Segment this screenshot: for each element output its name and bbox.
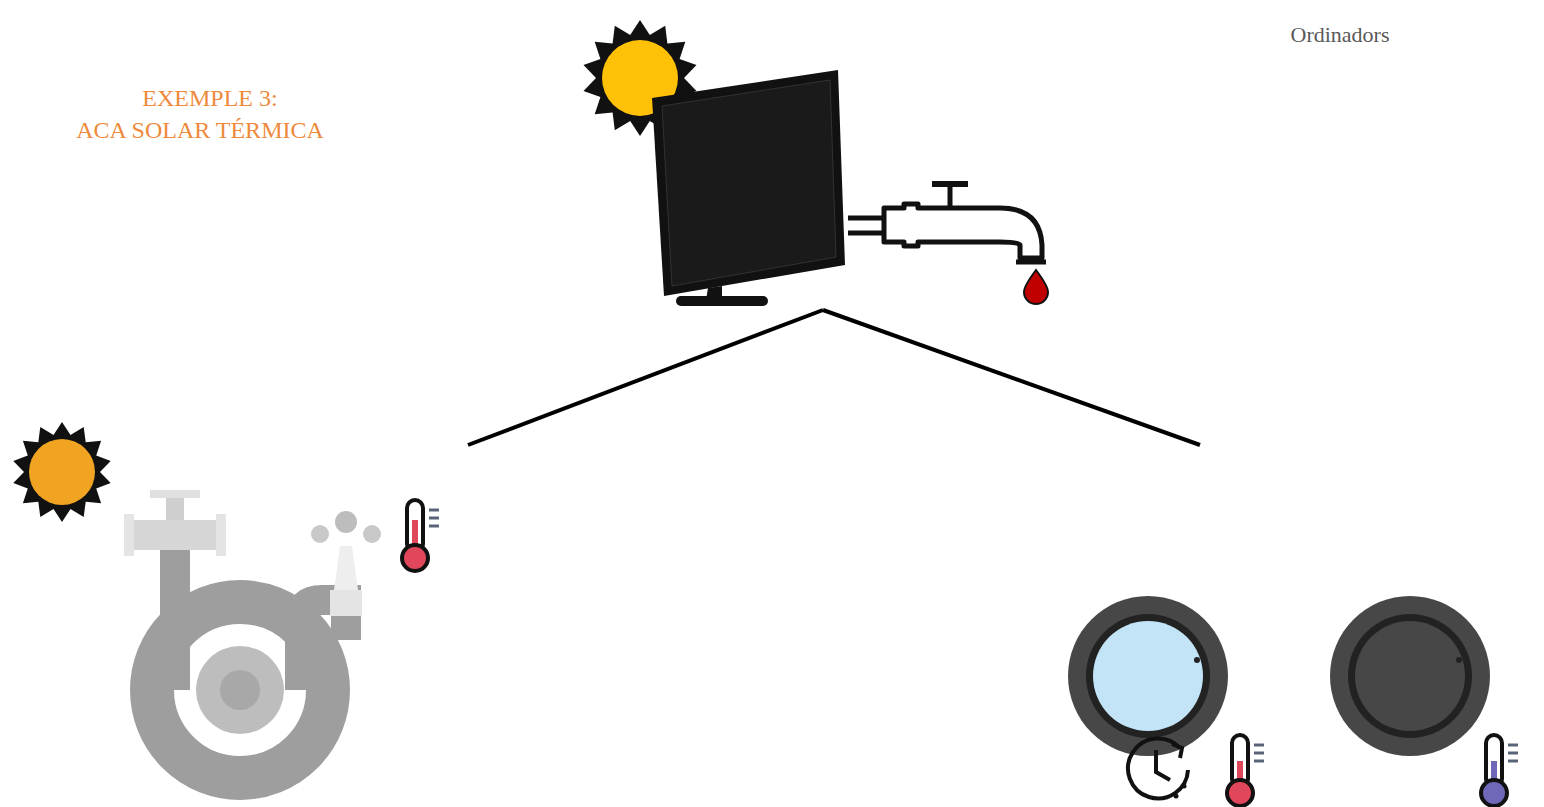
slide-title: ACA SOLAR TÉRMICA [20,116,380,145]
drum-icon [1330,596,1490,756]
drum-icon [1068,596,1228,756]
thermometer-hot [402,500,439,571]
branch-lines [468,310,1200,445]
clock-icon [1128,738,1188,798]
solar-panel-monitor [652,70,845,306]
section-label: Ordinadors [1250,22,1430,48]
hose-icon [124,490,381,778]
thermometer-cold [1481,735,1518,806]
tap-icon [848,184,1048,304]
sun-icon [13,422,110,522]
slide-title: EXEMPLE 3: [40,84,380,113]
thermometer-hot [1227,735,1264,806]
